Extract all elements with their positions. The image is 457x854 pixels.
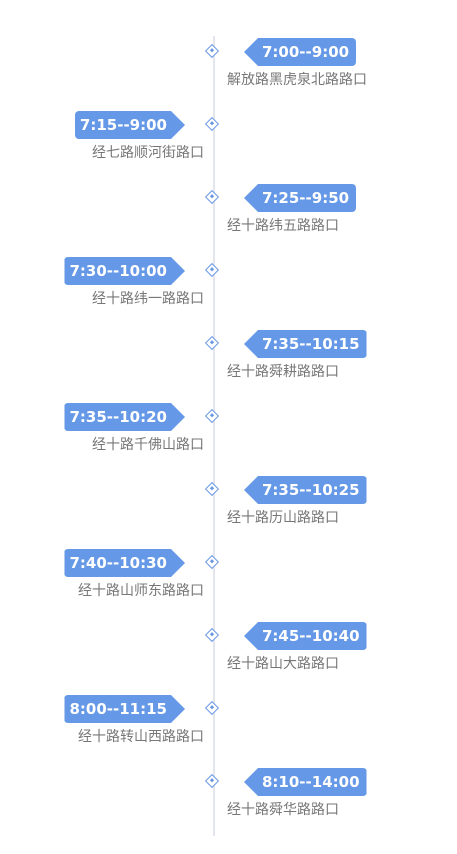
timeline-entry: 8:00--11:15 经十路转山西路路口 <box>0 695 457 755</box>
time-badge: 7:25--9:50 <box>244 184 357 212</box>
diamond-node-icon <box>204 773 220 789</box>
stop-label: 经十路舜耕路路口 <box>227 364 339 380</box>
diamond-node-icon <box>204 627 220 643</box>
timeline-entry: 7:15--9:00 经七路顺河街路口 <box>0 111 457 171</box>
timeline-entry: 7:35--10:15 经十路舜耕路路口 <box>0 330 457 390</box>
timeline-entry: 7:40--10:30 经十路山师东路路口 <box>0 549 457 609</box>
time-badge: 7:45--10:40 <box>244 622 367 650</box>
time-badge: 7:30--10:00 <box>64 257 185 285</box>
time-badge: 7:35--10:25 <box>244 476 367 504</box>
time-badge: 7:00--9:00 <box>244 38 357 66</box>
diamond-node-icon <box>204 408 220 424</box>
time-badge: 7:35--10:20 <box>64 403 185 431</box>
stop-label: 经十路舜华路路口 <box>227 802 339 818</box>
timeline-entry: 7:00--9:00 解放路黑虎泉北路路口 <box>0 38 457 98</box>
diamond-node-icon <box>204 335 220 351</box>
stop-label: 经十路纬五路路口 <box>227 218 339 234</box>
diamond-node-icon <box>204 43 220 59</box>
diamond-node-icon <box>204 554 220 570</box>
stop-label: 经十路历山路路口 <box>227 510 339 526</box>
timeline-axis <box>213 36 215 836</box>
diamond-node-icon <box>204 700 220 716</box>
timeline-entry: 7:35--10:20 经十路千佛山路口 <box>0 403 457 463</box>
time-badge: 7:15--9:00 <box>75 111 185 139</box>
stop-label: 经十路千佛山路口 <box>92 437 204 453</box>
diamond-node-icon <box>204 116 220 132</box>
timeline-entry: 8:10--14:00 经十路舜华路路口 <box>0 768 457 828</box>
diamond-node-icon <box>204 189 220 205</box>
timeline-entry: 7:30--10:00 经十路纬一路路口 <box>0 257 457 317</box>
stop-label: 解放路黑虎泉北路路口 <box>227 72 367 88</box>
time-badge: 8:00--11:15 <box>64 695 185 723</box>
time-badge: 8:10--14:00 <box>244 768 367 796</box>
time-badge: 7:35--10:15 <box>244 330 367 358</box>
diamond-node-icon <box>204 481 220 497</box>
stop-label: 经十路纬一路路口 <box>92 291 204 307</box>
timeline-entry: 7:25--9:50 经十路纬五路路口 <box>0 184 457 244</box>
timeline-entry: 7:35--10:25 经十路历山路路口 <box>0 476 457 536</box>
time-badge: 7:40--10:30 <box>64 549 185 577</box>
stop-label: 经七路顺河街路口 <box>92 145 204 161</box>
stop-label: 经十路山师东路路口 <box>78 583 204 599</box>
stop-label: 经十路山大路路口 <box>227 656 339 672</box>
diamond-node-icon <box>204 262 220 278</box>
stop-label: 经十路转山西路路口 <box>78 729 204 745</box>
timeline-entry: 7:45--10:40 经十路山大路路口 <box>0 622 457 682</box>
